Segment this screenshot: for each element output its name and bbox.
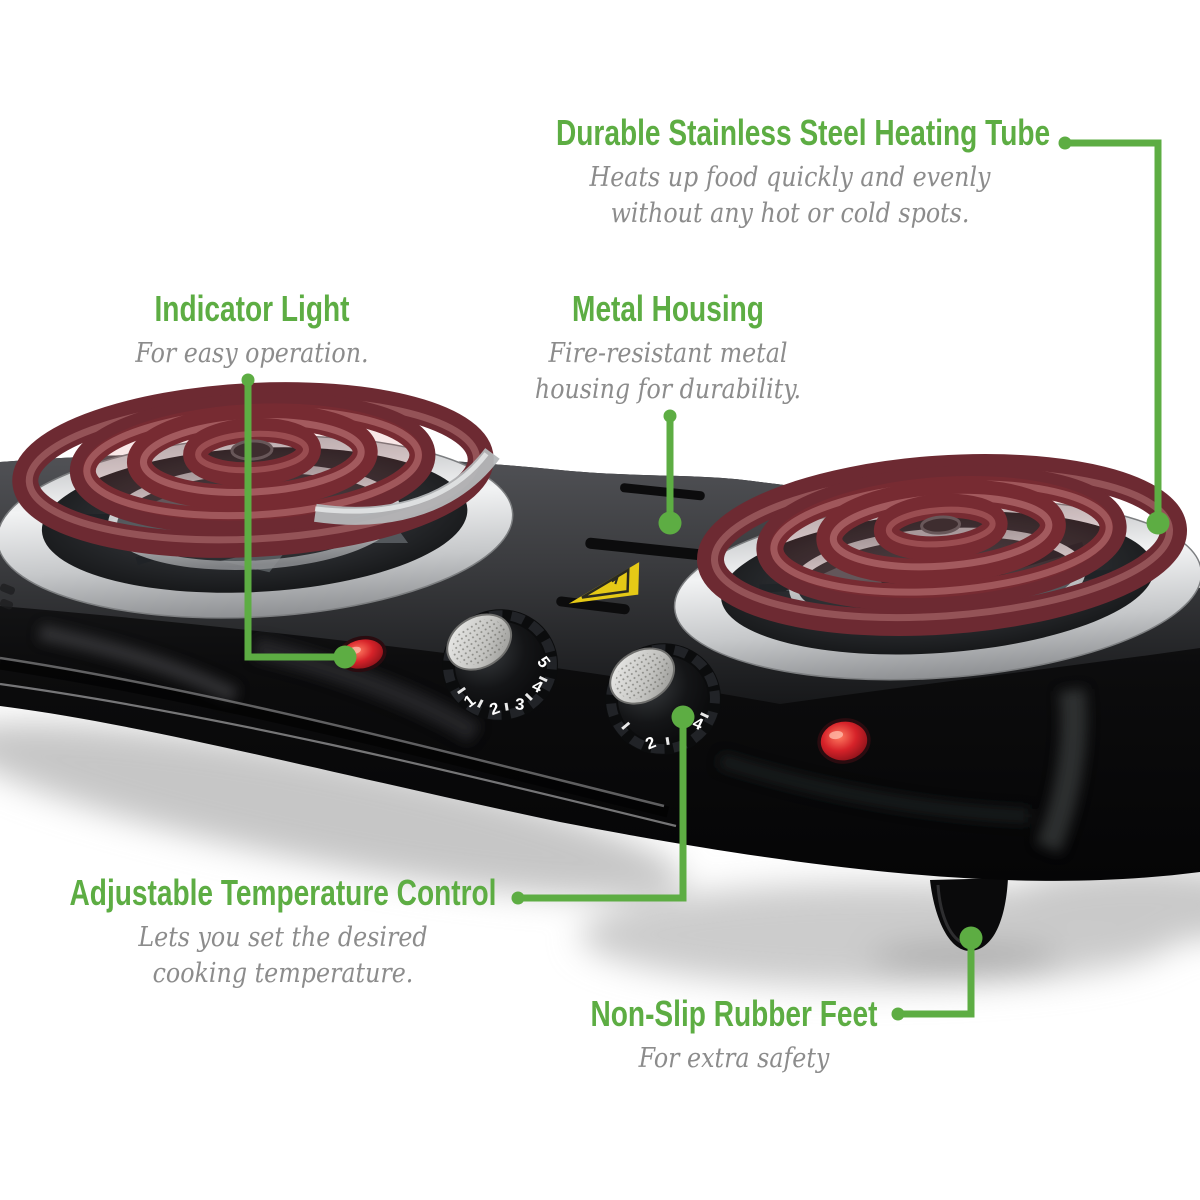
metal-housing-dot-end [658,511,682,535]
rubber-feet-dot-start [891,1007,905,1021]
callout-connectors [241,136,1170,1021]
rubber-feet-line [898,938,975,1018]
callout-indicator-light: Indicator Light For easy operation. [77,288,427,372]
metal-housing-dot-start [663,409,677,423]
knob-number-3: 3 [515,695,526,714]
left-burner [0,382,514,619]
callout-title: Indicator Light [154,288,350,329]
callout-title: Adjustable Temperature Control [69,872,497,913]
stamped-mark [0,583,16,610]
callout-description-line: For easy operation. [135,338,369,369]
callout-description-line: housing for durability. [534,374,802,405]
callout-rubber-feet: Non-Slip Rubber Feet For extra safety [509,993,959,1077]
gloss-reflections [38,624,1087,853]
callout-description-line: without any hot or cold spots. [610,198,970,229]
knob-cap [446,613,513,671]
ground-shadow [0,722,1200,987]
rubber-foot [930,878,1008,951]
callout-title: Non-Slip Rubber Feet [590,993,878,1034]
indicator-light-dot-end [333,645,357,669]
heating-tube-line [1065,139,1162,523]
callout-title: Durable Stainless Steel Heating Tube [556,112,1051,153]
indicator-light-line [244,380,345,661]
temperature-control-dot-end [671,705,695,729]
right-burner [673,453,1200,681]
callout-description-line: cooking temperature. [152,958,414,989]
callout-description-line: For extra safety [638,1043,830,1074]
heating-tube-dot-start [1058,136,1072,150]
knob-cap [609,647,676,705]
heating-tube-dot-end [1146,511,1170,535]
temperature-control-dot-start [511,891,525,905]
temperature-control-line [518,717,687,902]
rubber-feet-dot-end [959,926,983,950]
temperature-knob-left[interactable]: 1 2 3 4 5 [432,595,566,729]
base-rim-lines [0,656,677,828]
warning-triangle-sticker [568,562,640,604]
right-heating-coil [697,453,1187,637]
callout-title: Metal Housing [572,288,764,329]
indicator-light-right [817,718,871,764]
indicator-light-dot-start [241,373,255,387]
callout-temperature-control: Adjustable Temperature Control Lets you … [8,872,558,992]
callout-metal-housing: Metal Housing Fire-resistant metal housi… [493,288,843,408]
callout-description-line: Heats up food quickly and evenly [589,162,991,193]
callout-heating-tube: Durable Stainless Steel Heating Tube Hea… [490,112,1090,232]
callout-description-line: Fire-resistant metal [548,338,788,369]
callout-description-line: Lets you set the desired [138,922,428,953]
